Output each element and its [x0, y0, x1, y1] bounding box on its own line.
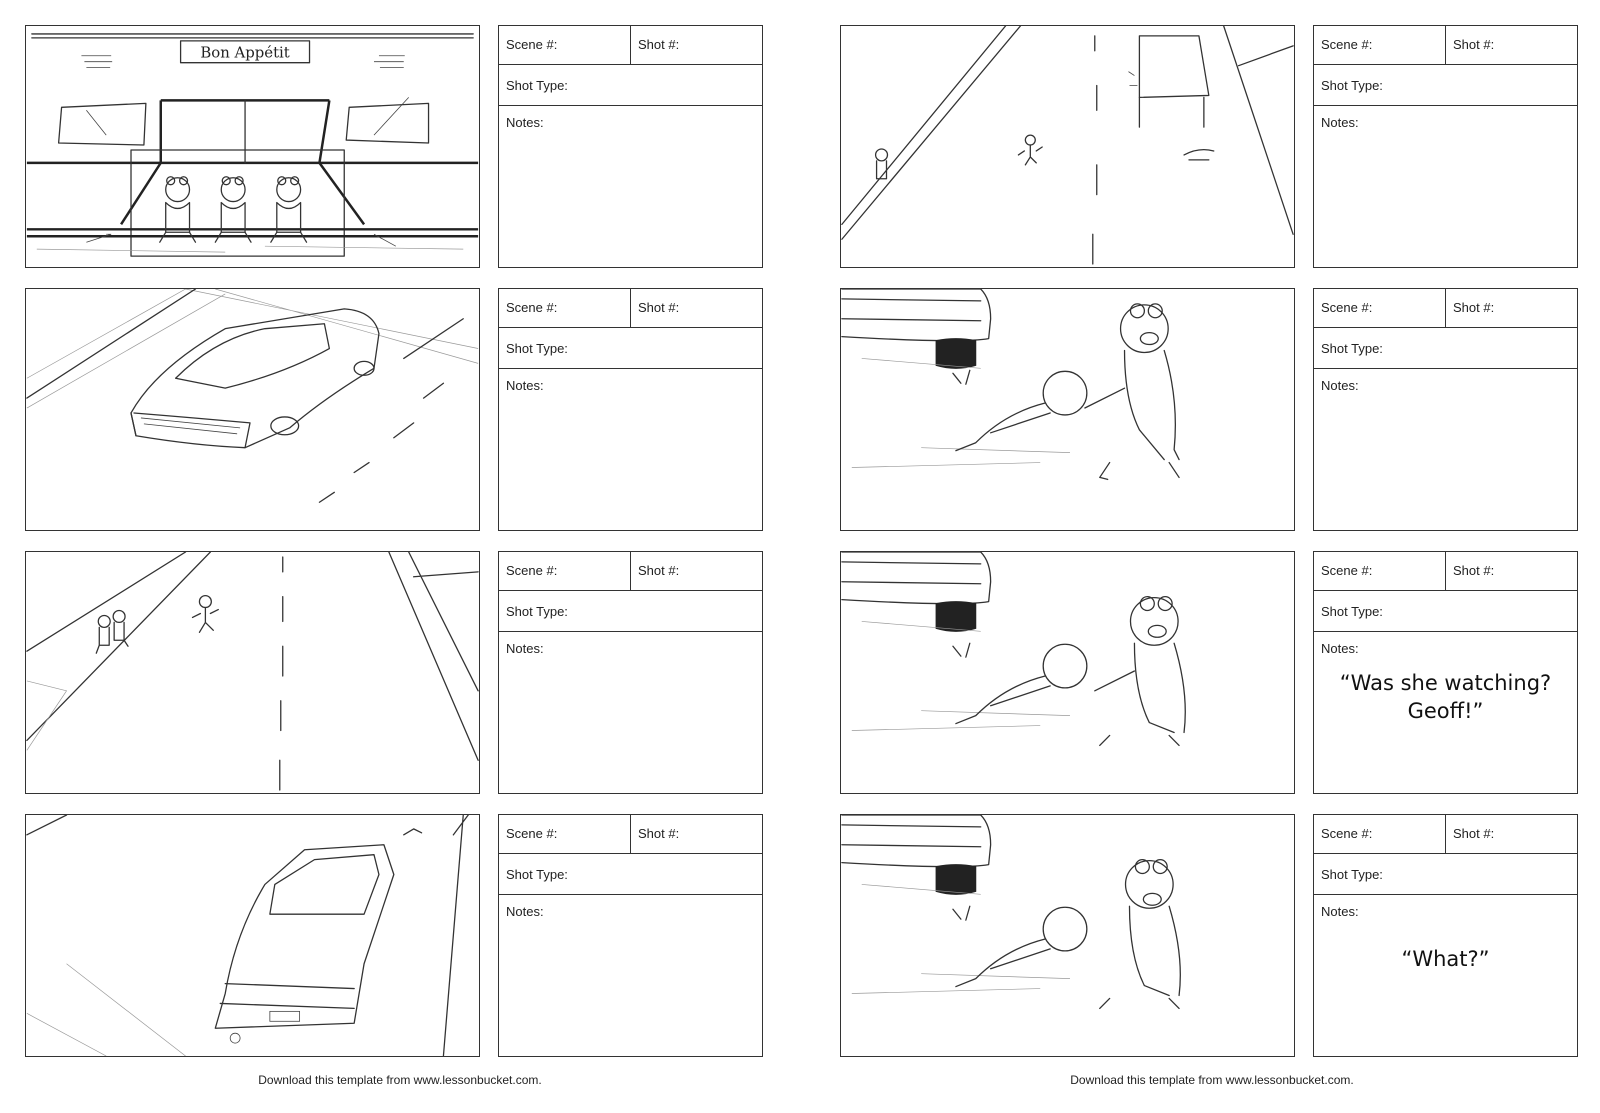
- frog-rescue-2-sketch: [841, 552, 1186, 747]
- shot-number-label: Shot #:: [1453, 826, 1495, 841]
- sketch-panel-car-road: [25, 288, 480, 531]
- sketch-panel-frog-rescue-3: [840, 814, 1295, 1057]
- frog-rescue-1-sketch: [841, 289, 1180, 481]
- download-footer: Download this template from www.lessonbu…: [258, 1073, 542, 1087]
- download-footer: Download this template from www.lessonbu…: [1070, 1073, 1354, 1087]
- shot-number-label: Shot #:: [1453, 300, 1495, 315]
- scene-number-label: Scene #:: [499, 552, 631, 590]
- scene-number-label: Scene #:: [499, 815, 631, 853]
- shot-number-label: Shot #:: [638, 826, 680, 841]
- scene-number-label: Scene #:: [1314, 552, 1446, 590]
- notes-label: Notes:: [506, 115, 544, 130]
- scene-number-label: Scene #:: [1314, 289, 1446, 327]
- notes-label: Notes:: [1321, 115, 1359, 130]
- notes-label: Notes:: [1321, 904, 1359, 919]
- shot-type-label: Shot Type:: [1314, 65, 1577, 106]
- shot-type-label: Shot Type:: [499, 591, 762, 632]
- frog-rescue-3-sketch: [841, 815, 1181, 1010]
- shot-number-label: Shot #:: [1453, 37, 1495, 52]
- sketch-panel-restaurant: Bon Appétit: [25, 25, 480, 268]
- notes-label: Notes:: [506, 378, 544, 393]
- sketch-panel-car-rear: [25, 814, 480, 1057]
- sign-text: Bon Appétit: [200, 44, 289, 62]
- shot-type-label: Shot Type:: [499, 854, 762, 895]
- shot-info-box: Scene #: Shot #: Shot Type: Notes:: [498, 551, 763, 794]
- shot-number-label: Shot #:: [638, 37, 680, 52]
- shot-info-box: Scene #: Shot #: Shot Type: Notes:: [1313, 288, 1578, 531]
- scene-number-label: Scene #:: [499, 26, 631, 64]
- dialogue-note: “Was she watching? Geoff!”: [1339, 671, 1552, 723]
- dialogue-note: “What?”: [1401, 947, 1490, 971]
- shot-number-label: Shot #:: [1453, 563, 1495, 578]
- shot-info-box: Scene #: Shot #: Shot Type: Notes:: [498, 814, 763, 1057]
- restaurant-sketch: Bon Appétit: [26, 33, 479, 257]
- scene-number-label: Scene #:: [1314, 26, 1446, 64]
- right-page: Scene #: Shot #: Shot Type: Notes: Scen: [815, 0, 1600, 1113]
- scene-number-label: Scene #:: [1314, 815, 1446, 853]
- notes-label: Notes:: [506, 904, 544, 919]
- shot-info-box: Scene #: Shot #: Shot Type: Notes:: [498, 288, 763, 531]
- shot-number-label: Shot #:: [638, 300, 680, 315]
- frogs-roadside-sketch: [26, 552, 479, 791]
- shot-info-box: Scene #: Shot #: Shot Type: Notes: “Was …: [1313, 551, 1578, 794]
- sketch-panel-road-car-approach: [840, 25, 1295, 268]
- sketch-panel-frog-rescue-1: [840, 288, 1295, 531]
- notes-label: Notes:: [506, 641, 544, 656]
- shot-type-label: Shot Type:: [1314, 328, 1577, 369]
- shot-info-box: Scene #: Shot #: Shot Type: Notes:: [1313, 25, 1578, 268]
- shot-info-box: Scene #: Shot #: Shot Type: Notes:: [498, 25, 763, 268]
- shot-type-label: Shot Type:: [499, 328, 762, 369]
- sketch-panel-frogs-roadside: [25, 551, 480, 794]
- shot-type-label: Shot Type:: [1314, 854, 1577, 895]
- left-page: Bon Appétit: [25, 25, 763, 1087]
- notes-label: Notes:: [1321, 378, 1359, 393]
- car-road-sketch: [26, 289, 479, 503]
- shot-type-label: Shot Type:: [499, 65, 762, 106]
- car-rear-sketch: [26, 815, 469, 1056]
- notes-label: Notes:: [1321, 641, 1359, 656]
- shot-info-box: Scene #: Shot #: Shot Type: Notes: “What…: [1313, 814, 1578, 1057]
- road-car-approach-sketch: [841, 26, 1294, 265]
- shot-number-label: Shot #:: [638, 563, 680, 578]
- scene-number-label: Scene #:: [499, 289, 631, 327]
- sketch-panel-frog-rescue-2: [840, 551, 1295, 794]
- shot-type-label: Shot Type:: [1314, 591, 1577, 632]
